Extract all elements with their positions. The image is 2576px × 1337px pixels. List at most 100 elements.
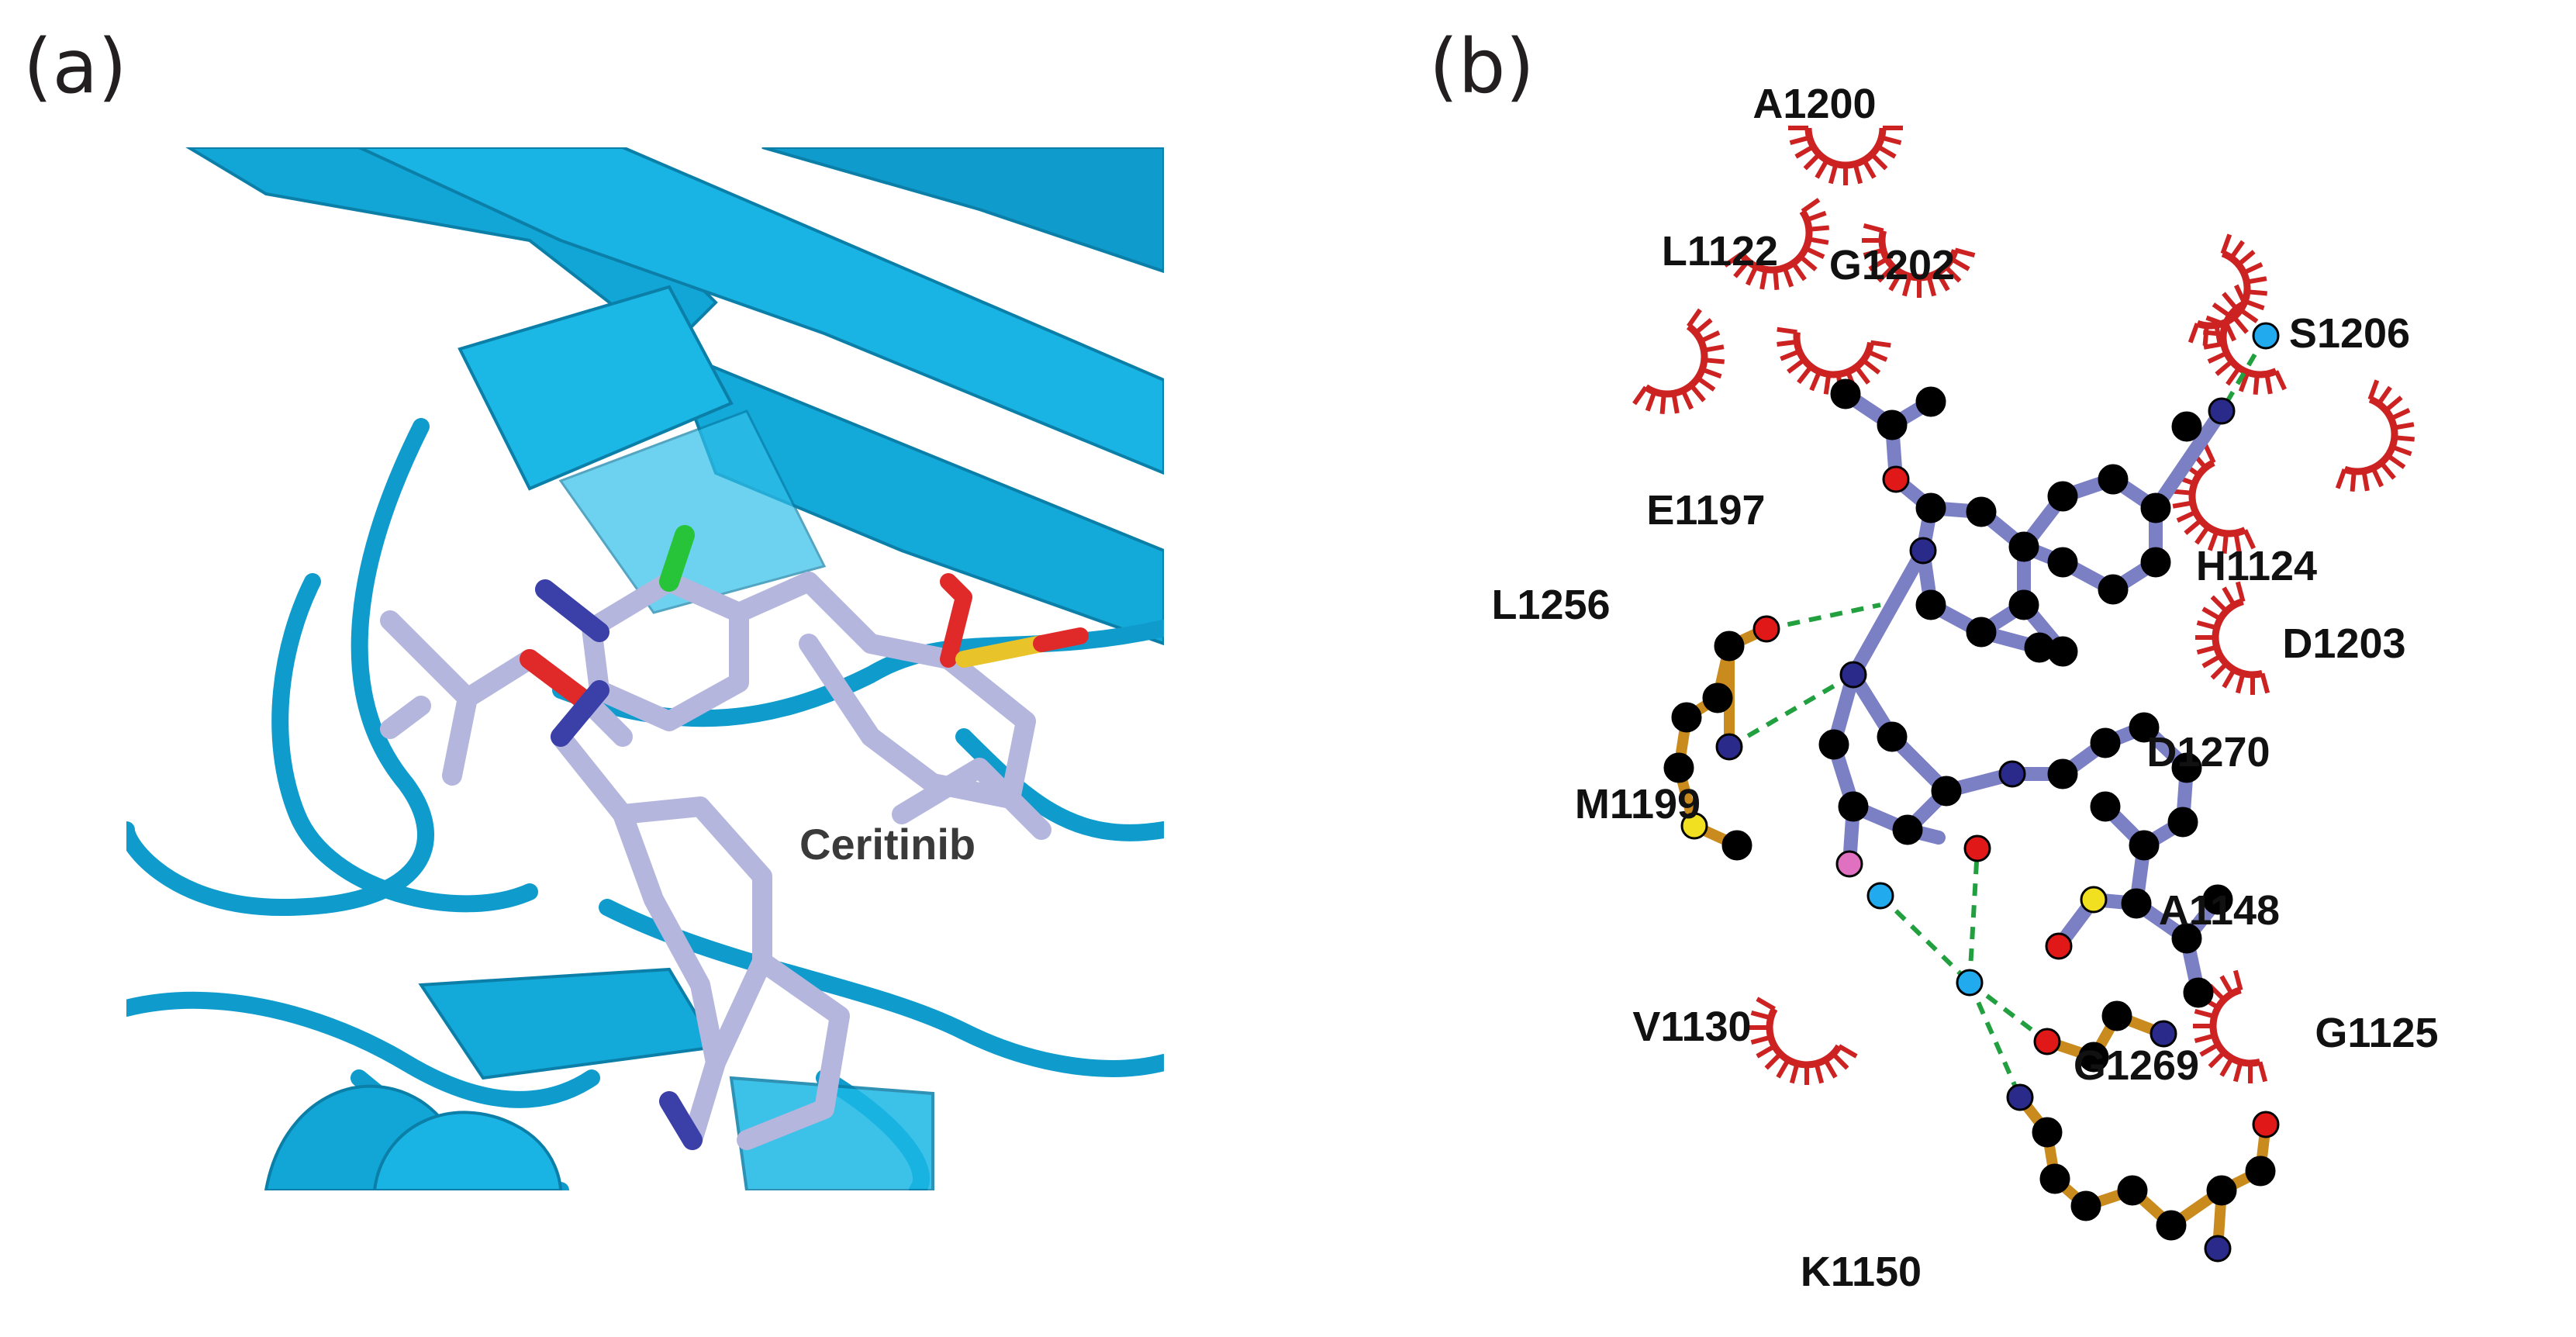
residue-label: M1199 <box>1575 781 1701 827</box>
nitrogen-atom <box>2208 397 2236 425</box>
protein-structure-panel: Ceritinib <box>126 147 1164 1190</box>
sulfur-atom <box>2080 886 2108 914</box>
hydrogen-bonds <box>1728 334 2268 1099</box>
hydrophobic-arc <box>1788 126 1903 185</box>
hydrophobic-contacts <box>1632 126 2415 1085</box>
carbon-atom <box>2008 589 2039 620</box>
carbon-atom <box>1838 791 1869 822</box>
residue-label: D1203 <box>2282 620 2405 667</box>
residue-label: E1197 <box>1646 487 1765 534</box>
carbon-atom <box>2047 636 2078 667</box>
carbon-atom <box>2047 481 2078 512</box>
oxygen-atom <box>2033 1028 2061 1055</box>
carbon-atom <box>2098 574 2129 605</box>
carbon-atom <box>1915 386 1946 417</box>
panel-a-label: (a) <box>23 23 127 110</box>
carbon-atom <box>1671 702 1702 733</box>
residue-label: L1122 <box>1662 228 1778 275</box>
carbon-atom <box>1915 589 1946 620</box>
carbon-atom <box>2070 1190 2101 1221</box>
carbon-atom <box>2171 923 2202 954</box>
residue-label: V1130 <box>1632 1004 1751 1050</box>
helix-bottom <box>264 967 934 1190</box>
hydrophobic-arc <box>1749 997 1858 1085</box>
residue-label: S1206 <box>2289 310 2410 357</box>
chlorine-atom <box>1835 850 1863 878</box>
carbon-atom <box>2117 1175 2148 1206</box>
carbon-atom <box>1966 496 1997 527</box>
atoms <box>1663 322 2280 1263</box>
nitrogen-atom <box>2204 1235 2232 1263</box>
oxygen-atom <box>1882 465 1910 493</box>
oxygen-atom <box>1752 615 1780 643</box>
residue-label: H1124 <box>2196 543 2317 589</box>
residue-label: L1256 <box>1491 582 1610 628</box>
nitrogen-atom <box>2150 1020 2177 1048</box>
oxygen-atom <box>1963 834 1991 862</box>
residue-label: G1125 <box>2315 1010 2438 1056</box>
hydrophobic-arc <box>2172 443 2256 554</box>
carbon-atom <box>2156 1210 2187 1241</box>
beta-sheet-top <box>185 147 1164 646</box>
residue-label: G1202 <box>1829 242 1955 288</box>
carbon-atom <box>2129 712 2160 743</box>
residue-label: A1200 <box>1752 81 1876 127</box>
oxygen-atom <box>2252 1111 2280 1138</box>
carbon-atom <box>1892 814 1923 845</box>
carbon-atom <box>2206 1175 2237 1206</box>
carbon-atom <box>2008 531 2039 562</box>
hydrophobic-arc <box>1777 326 1891 395</box>
oxygen-atom <box>2045 932 2073 960</box>
hydrophobic-arc <box>1862 223 1976 298</box>
hydrophobic-arc <box>1632 308 1725 414</box>
carbon-atom <box>2140 547 2171 578</box>
hydrophobic-arc <box>2195 581 2270 695</box>
carbon-atom <box>2098 464 2129 495</box>
carbon-atom <box>2121 888 2152 919</box>
carbon-atom <box>1877 409 1908 440</box>
sulfur-atom <box>1680 812 1708 840</box>
carbon-atom <box>1663 752 1694 783</box>
protein-structure-svg: Ceritinib <box>126 147 1164 1190</box>
nitrogen-atom <box>1909 537 1937 565</box>
carbon-atom <box>1702 682 1733 713</box>
carbon-atom <box>2140 492 2171 523</box>
carbon-atom <box>1966 617 1997 648</box>
nitrogen-atom <box>1839 661 1867 689</box>
carbon-atom <box>2129 830 2160 861</box>
nitrogen-atom <box>1998 760 2026 788</box>
hydrophobic-arc <box>1723 198 1829 290</box>
water-atom <box>1956 969 1984 997</box>
carbon-atom <box>1915 492 1946 523</box>
carbon-atom <box>2202 884 2233 915</box>
hydrophobic-arc <box>2335 379 2415 492</box>
carbon-atom <box>2032 1117 2063 1148</box>
hydrophobic-arc <box>2203 284 2287 395</box>
carbon-atom <box>2090 791 2121 822</box>
carbon-atom <box>2183 977 2214 1008</box>
carbon-atom <box>2047 758 2078 789</box>
carbon-atom <box>2167 807 2198 838</box>
water-atom <box>1866 882 1894 910</box>
residue-label: D1270 <box>2146 729 2270 776</box>
water-atom <box>2252 322 2280 350</box>
carbon-atom <box>2047 547 2078 578</box>
residue-label: K1150 <box>1801 1249 1922 1295</box>
carbon-atom <box>2171 752 2202 783</box>
carbon-atom <box>1721 830 1752 861</box>
carbon-atom <box>1714 630 1745 662</box>
carbon-atom <box>2101 1000 2132 1031</box>
ligand-label: Ceritinib <box>799 820 975 869</box>
carbon-atom <box>2171 411 2202 442</box>
carbon-atom <box>2078 1042 2109 1073</box>
ceritinib-sticks <box>380 525 1089 1150</box>
carbon-atom <box>2090 727 2121 758</box>
residue-label: A1148 <box>2159 887 2280 934</box>
carbon-atom <box>2039 1163 2070 1194</box>
panel-b-label: (b) <box>1429 23 1535 110</box>
carbon-atom <box>1877 721 1908 752</box>
nitrogen-atom <box>1715 733 1743 761</box>
